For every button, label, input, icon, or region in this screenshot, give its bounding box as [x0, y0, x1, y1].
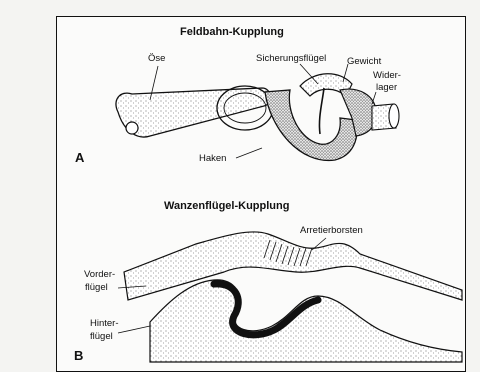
label-gewicht: Gewicht [347, 57, 381, 67]
label-widerlager-line1: Wider- [373, 71, 401, 81]
label-vorderfluegel-line1: Vorder- [84, 270, 115, 280]
label-widerlager-line2: lager [376, 83, 397, 93]
label-vorderfluegel-line2: flügel [85, 283, 108, 293]
label-arretierborsten: Arretierborsten [300, 226, 363, 236]
hook-body [265, 74, 376, 161]
label-hinterfluegel-line2: flügel [90, 332, 113, 342]
hindwing [150, 280, 462, 362]
label-hinterfluegel-line1: Hinter- [90, 319, 119, 329]
label-haken: Haken [199, 154, 226, 164]
panel-b-letter: B [74, 348, 83, 363]
panel-a-letter: A [75, 150, 84, 165]
abutment-shaft [372, 104, 399, 130]
label-oese: Öse [148, 54, 165, 64]
panel-b-title: Wanzenflügel-Kupplung [164, 201, 289, 213]
panel-a-title: Feldbahn-Kupplung [180, 27, 284, 39]
label-sicherungsfluegel: Sicherungsflügel [256, 54, 326, 64]
forewing [124, 232, 462, 300]
